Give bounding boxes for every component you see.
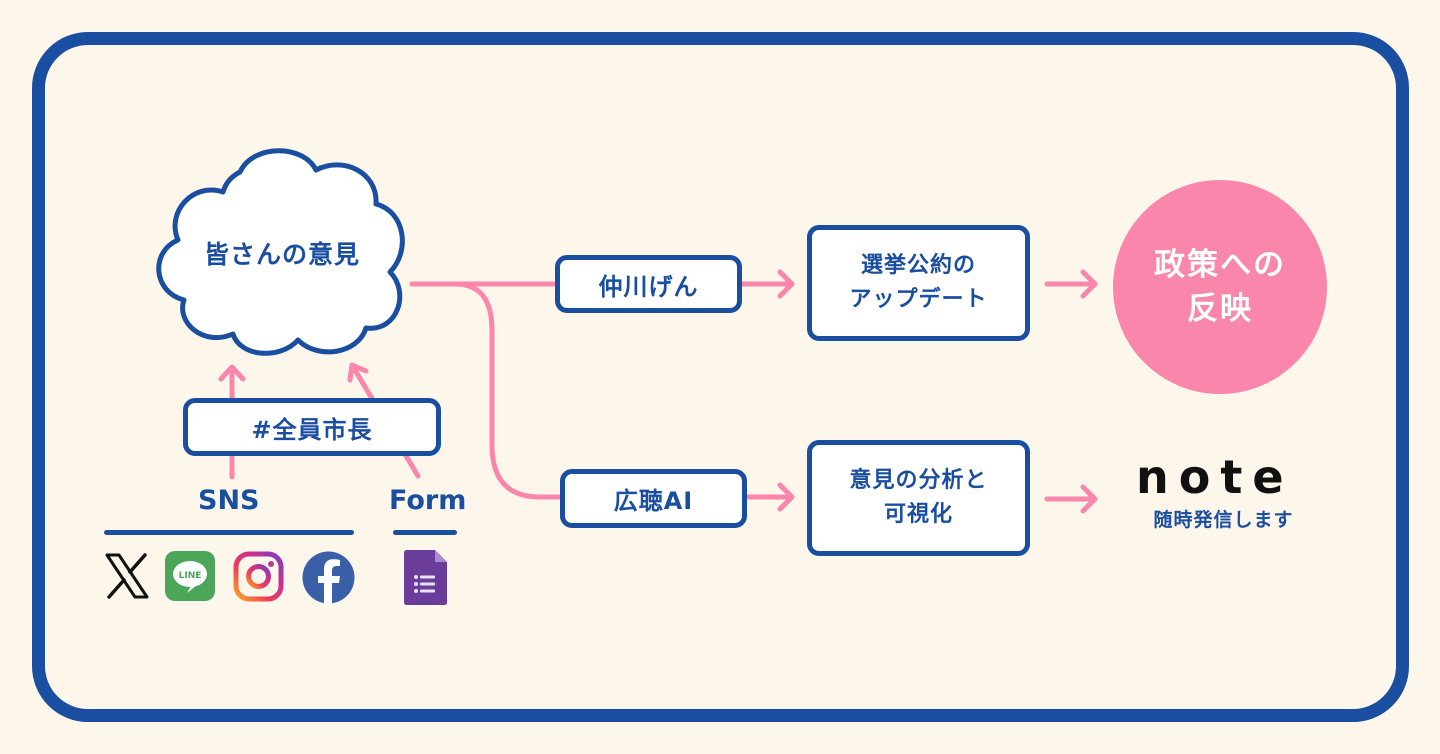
hashtag-box: #全員市長 — [183, 398, 441, 456]
connector-cloud-to-kocho-ai — [452, 281, 565, 500]
arrow-analysis-to-note — [1044, 484, 1098, 514]
policy-reflection-circle: 政策への 反映 — [1113, 180, 1327, 394]
form-label: Form — [389, 485, 467, 516]
hashtag-label: #全員市長 — [251, 415, 373, 444]
manifesto-line2: アップデート — [849, 287, 988, 312]
arrow-nakagawa-to-manifesto — [739, 269, 795, 299]
analysis-line1: 意見の分析と — [849, 468, 988, 493]
sns-underline — [104, 530, 354, 535]
line-bubble-icon: LINE — [173, 561, 207, 593]
line-icon[interactable]: LINE — [165, 551, 215, 601]
cloud-shape — [156, 148, 405, 356]
facebook-icon[interactable] — [302, 551, 355, 604]
outer-frame — [32, 32, 1409, 722]
sns-label: SNS — [198, 485, 260, 516]
x-icon[interactable] — [104, 552, 150, 600]
analysis-line2: 可視化 — [883, 502, 953, 527]
policy-line2: 反映 — [1187, 291, 1253, 327]
instagram-icon[interactable] — [233, 551, 284, 602]
google-forms-icon[interactable] — [404, 550, 448, 605]
line-text: LINE — [179, 571, 202, 581]
policy-line1: 政策への — [1154, 247, 1286, 283]
arrow-kocho-ai-to-analysis — [745, 482, 795, 512]
cloud-label: 皆さんの意見 — [203, 240, 360, 269]
nakagawa-label: 仲川げん — [598, 272, 699, 301]
nakagawa-box: 仲川げん — [555, 255, 742, 313]
note-subtitle: 随時発信します — [1153, 509, 1294, 531]
kocho-ai-label: 広聴AI — [613, 487, 694, 515]
kocho-ai-box: 広聴AI — [560, 469, 747, 528]
note-logo[interactable]: note — [1136, 450, 1294, 504]
analysis-visualization-box: 意見の分析と 可視化 — [807, 440, 1030, 556]
manifesto-line1: 選挙公約の — [860, 253, 976, 278]
manifesto-update-box: 選挙公約の アップデート — [807, 225, 1030, 341]
arrow-manifesto-to-policy — [1044, 269, 1098, 299]
form-underline — [393, 530, 457, 535]
